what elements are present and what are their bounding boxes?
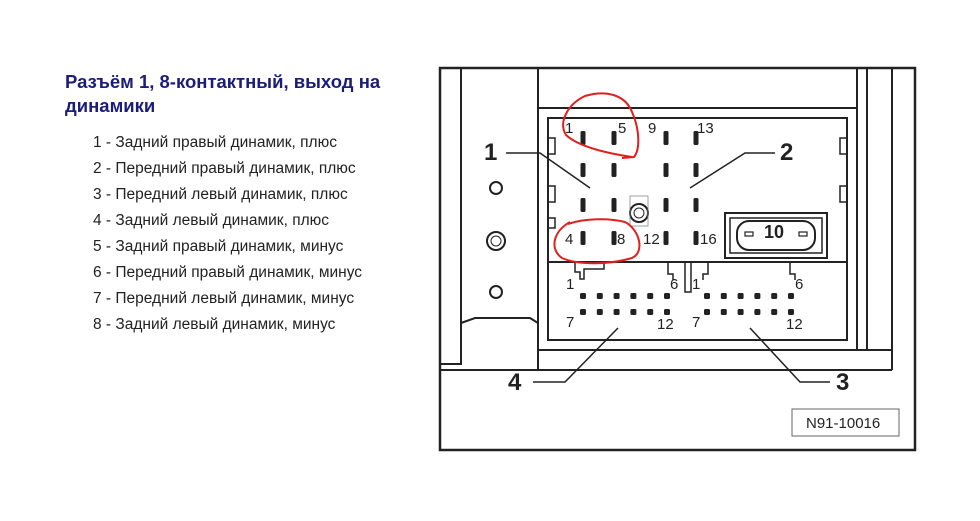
pin bbox=[663, 131, 669, 145]
pin-list: 1 - Задний правый динамик, плюс 2 - Пере… bbox=[93, 133, 362, 341]
small-pin bbox=[737, 293, 744, 299]
fuse-label: 10 bbox=[764, 222, 784, 242]
small-pin bbox=[647, 309, 654, 315]
pin-label: 4 bbox=[565, 231, 573, 248]
small-pin bbox=[664, 309, 670, 315]
pin-label: 5 bbox=[618, 120, 626, 137]
figure-id-box bbox=[791, 408, 900, 437]
list-item: 5 - Задний правый динамик, минус bbox=[93, 238, 344, 255]
small-pin bbox=[630, 293, 637, 299]
callout-label: 4 bbox=[508, 369, 522, 396]
pin bbox=[693, 198, 699, 212]
small-pin bbox=[720, 309, 727, 315]
pin bbox=[693, 231, 699, 245]
small-pin bbox=[630, 309, 637, 315]
page-title: Разъём 1, 8-контактный, выход на динамик… bbox=[65, 71, 381, 116]
small-pin bbox=[788, 293, 794, 299]
pin bbox=[580, 163, 586, 177]
list-item: 1 - Задний правый динамик, плюс bbox=[93, 134, 337, 151]
small-pin bbox=[737, 309, 744, 315]
list-item: 2 - Передний правый динамик, плюс bbox=[93, 160, 356, 177]
hole-icon bbox=[489, 285, 503, 299]
screw-icon bbox=[486, 231, 506, 251]
small-pin bbox=[704, 309, 710, 315]
small-pin-grid bbox=[580, 293, 794, 315]
pin-label: 16 bbox=[700, 231, 717, 248]
pin bbox=[663, 231, 669, 245]
small-pin bbox=[580, 293, 586, 299]
small-pin bbox=[771, 293, 778, 299]
figure-id: N91-10016 bbox=[806, 415, 880, 432]
pin bbox=[580, 231, 586, 245]
pin-label: 1 bbox=[692, 276, 700, 293]
list-item: 7 - Передний левый динамик, минус bbox=[93, 290, 355, 307]
pin-label: 7 bbox=[692, 314, 700, 331]
highlight-marks bbox=[553, 92, 641, 265]
small-pin bbox=[596, 293, 603, 299]
callout-label: 3 bbox=[836, 369, 849, 396]
pin bbox=[693, 131, 699, 145]
list-item: 4 - Задний левый динамик, плюс bbox=[93, 212, 330, 229]
pin-label: 1 bbox=[565, 120, 573, 137]
small-pin bbox=[704, 293, 710, 299]
small-pin bbox=[596, 309, 603, 315]
latch-tabs bbox=[547, 137, 848, 293]
small-pin bbox=[788, 309, 794, 315]
small-pin bbox=[664, 293, 670, 299]
pin-label: 12 bbox=[657, 316, 674, 333]
list-item: 8 - Задний левый динамик, минус bbox=[93, 316, 336, 333]
pin-label: 9 bbox=[648, 120, 656, 137]
pin bbox=[663, 198, 669, 212]
pin-label: 13 bbox=[697, 120, 714, 137]
pin bbox=[611, 198, 617, 212]
highlight-circle bbox=[562, 92, 640, 159]
pin-label: 7 bbox=[566, 314, 574, 331]
connector-body bbox=[547, 117, 848, 341]
list-item: 6 - Передний правый динамик, минус bbox=[93, 264, 363, 281]
housing-lines bbox=[440, 68, 893, 371]
screw-icon bbox=[629, 203, 649, 223]
callouts: 1 2 3 4 bbox=[484, 139, 849, 396]
pin bbox=[611, 231, 617, 245]
outer-frame bbox=[438, 66, 917, 452]
small-pin bbox=[613, 293, 620, 299]
small-pin bbox=[754, 293, 761, 299]
list-item: 3 - Передний левый динамик, плюс bbox=[93, 186, 348, 203]
callout-label: 2 bbox=[780, 139, 793, 166]
pin-labels: 1 5 9 13 4 8 12 16 1 6 7 12 1 6 7 12 bbox=[565, 120, 803, 333]
pin bbox=[580, 131, 586, 145]
small-pin bbox=[754, 309, 761, 315]
pin-label: 1 bbox=[566, 276, 574, 293]
pin bbox=[611, 131, 617, 145]
callout-lines bbox=[506, 152, 830, 383]
small-pin bbox=[613, 309, 620, 315]
pin-label: 6 bbox=[795, 276, 803, 293]
pin-label: 6 bbox=[670, 276, 678, 293]
small-pin bbox=[580, 309, 586, 315]
small-pin bbox=[647, 293, 654, 299]
pin bbox=[693, 163, 699, 177]
highlight-circle bbox=[553, 218, 641, 265]
small-pin bbox=[720, 293, 727, 299]
callout-label: 1 bbox=[484, 139, 497, 166]
hole-icon bbox=[489, 181, 503, 195]
pin bbox=[611, 163, 617, 177]
pin bbox=[663, 163, 669, 177]
pin-label: 12 bbox=[643, 231, 660, 248]
fuse-holder: 10 bbox=[724, 212, 828, 259]
pin bbox=[580, 198, 586, 212]
small-pin bbox=[771, 309, 778, 315]
pin-label: 8 bbox=[617, 231, 625, 248]
pin-label: 12 bbox=[786, 316, 803, 333]
pin-grid bbox=[580, 131, 699, 245]
